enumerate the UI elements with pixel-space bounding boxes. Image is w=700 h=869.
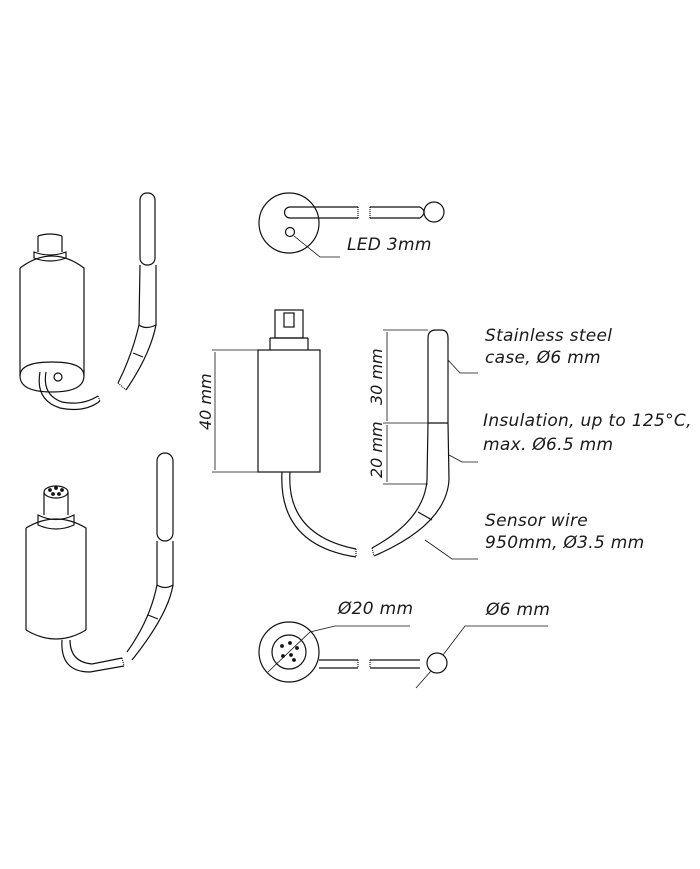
insulation-label-line1: Insulation, up to 125°C, — [483, 411, 692, 431]
led-label: LED 3mm — [347, 235, 432, 255]
wire-label-line2: 950mm, Ø3.5 mm — [485, 533, 645, 553]
front-view — [212, 309, 357, 558]
probe-steel-length-dimension: 30 mm — [367, 348, 386, 405]
isometric-view-top — [19, 192, 157, 411]
probe-diameter-label: Ø6 mm — [486, 600, 551, 620]
housing-diameter-label: Ø20 mm — [338, 599, 414, 619]
top-view-led — [258, 192, 445, 258]
isometric-view-bottom — [25, 452, 174, 673]
probe-insulation-length-dimension: 20 mm — [367, 421, 386, 478]
housing-height-dimension: 40 mm — [196, 373, 215, 430]
insulation-label-line2: max. Ø6.5 mm — [483, 435, 614, 455]
bottom-view-connector — [258, 621, 548, 689]
side-view-probe — [371, 329, 478, 560]
case-label-line1: Stainless steel — [485, 326, 613, 346]
case-label-line2: case, Ø6 mm — [485, 348, 601, 368]
wire-label-line1: Sensor wire — [485, 511, 589, 531]
